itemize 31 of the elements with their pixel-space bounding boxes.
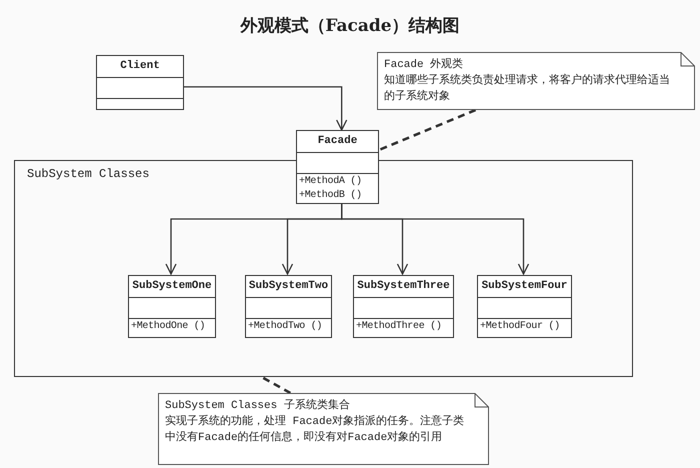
class-name: Facade bbox=[318, 135, 358, 147]
dashed-connector bbox=[378, 108, 476, 152]
class-box bbox=[296, 130, 379, 204]
class-box bbox=[353, 275, 454, 338]
arrow bbox=[184, 86, 348, 131]
dashed-connector bbox=[260, 376, 292, 394]
note-heading: Facade 外观类 bbox=[384, 57, 464, 73]
method-name: +MethodFour () bbox=[480, 320, 561, 334]
method-name: +MethodB () bbox=[299, 189, 363, 203]
method-name: +MethodOne () bbox=[131, 320, 206, 334]
note-text: 实现子系统的功能，处理 Facade对象指派的任务。注意子类中没有Facade的任何信息，即没有对Facade对象的引用 bbox=[165, 414, 466, 446]
class-name: Client bbox=[120, 60, 160, 72]
class-name: SubSystemThree bbox=[357, 280, 450, 292]
arrow bbox=[341, 204, 530, 275]
method-name: +MethodA () bbox=[299, 175, 363, 189]
class-name: SubSystemOne bbox=[132, 280, 212, 292]
method-name: +MethodTwo () bbox=[248, 320, 324, 334]
class-box bbox=[477, 275, 572, 338]
class-box bbox=[245, 275, 332, 338]
method-name: +MethodThree () bbox=[356, 320, 443, 334]
package-frame bbox=[14, 160, 633, 377]
class-box bbox=[128, 275, 216, 338]
diagram-title: 外观模式（Facade）结构图 bbox=[239, 15, 461, 37]
note bbox=[377, 52, 695, 110]
note bbox=[158, 393, 489, 465]
class-name: SubSystemFour bbox=[482, 280, 568, 292]
package-name: SubSystem Classes bbox=[27, 167, 150, 181]
class-box bbox=[96, 55, 184, 110]
class-name: SubSystemTwo bbox=[248, 280, 328, 292]
note-text: 知道哪些子系统类负责处理请求，将客户的请求代理给适当的子系统对象 bbox=[384, 73, 671, 105]
note-heading: SubSystem Classes 子系统类集合 bbox=[165, 398, 351, 414]
